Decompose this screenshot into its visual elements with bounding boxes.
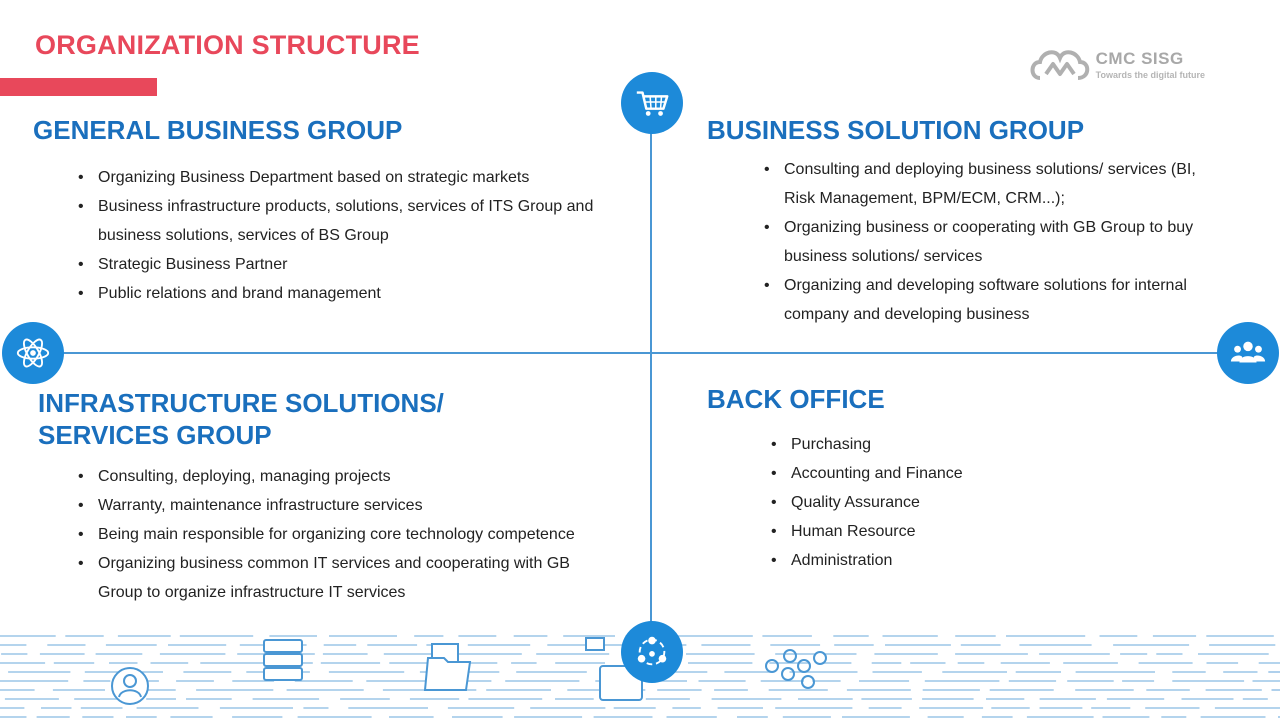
infrastructure-group-title: INFRASTRUCTURE SOLUTIONS/ SERVICES GROUP	[38, 387, 444, 451]
horizontal-divider	[30, 352, 1250, 354]
back-office-list: Purchasing Accounting and Finance Qualit…	[771, 430, 1071, 575]
list-item: Accounting and Finance	[771, 459, 1071, 488]
list-item: Human Resource	[771, 517, 1071, 546]
decorative-footer	[0, 635, 1280, 718]
list-item: Quality Assurance	[771, 488, 1071, 517]
infrastructure-group-title-line2: SERVICES GROUP	[38, 420, 272, 450]
back-office-title: BACK OFFICE	[707, 384, 885, 414]
folder-documents-icon	[423, 643, 472, 691]
general-business-group-list: Organizing Business Department based on …	[78, 163, 608, 308]
slide-title: ORGANIZATION STRUCTURE	[35, 30, 420, 60]
list-item: Organizing business common IT services a…	[78, 549, 588, 607]
infrastructure-group-list: Consulting, deploying, managing projects…	[78, 462, 588, 607]
list-item: Consulting, deploying, managing projects	[78, 462, 588, 491]
connections-icon	[765, 649, 827, 689]
vertical-divider	[650, 100, 652, 630]
list-item: Business infrastructure products, soluti…	[78, 192, 608, 250]
business-solution-group-list: Consulting and deploying business soluti…	[764, 155, 1209, 329]
logo-name: CMC SISG	[1095, 49, 1184, 68]
business-solution-group-title: BUSINESS SOLUTION GROUP	[707, 115, 1085, 145]
list-item: Administration	[771, 546, 1071, 575]
network-people-icon	[621, 621, 683, 683]
title-accent-bar	[0, 78, 157, 96]
people-group-icon	[1217, 322, 1279, 384]
cmc-logo-icon	[1030, 50, 1089, 80]
atom-icon	[2, 322, 64, 384]
list-item: Strategic Business Partner	[78, 250, 608, 279]
shopping-cart-icon	[621, 72, 683, 134]
logo-tagline: Towards the digital future	[1095, 70, 1205, 80]
infrastructure-group-title-line1: INFRASTRUCTURE SOLUTIONS/	[38, 388, 444, 418]
list-item: Being main responsible for organizing co…	[78, 520, 588, 549]
list-item: Organizing Business Department based on …	[78, 163, 608, 192]
company-logo: CMC SISG Towards the digital future	[1028, 44, 1205, 86]
list-item: Consulting and deploying business soluti…	[764, 155, 1209, 213]
database-server-icon	[263, 639, 303, 681]
list-item: Purchasing	[771, 430, 1071, 459]
list-item: Public relations and brand management	[78, 279, 608, 308]
list-item: Organizing and developing software solut…	[764, 271, 1209, 329]
list-item: Warranty, maintenance infrastructure ser…	[78, 491, 588, 520]
general-business-group-title: GENERAL BUSINESS GROUP	[33, 115, 403, 145]
list-item: Organizing business or cooperating with …	[764, 213, 1209, 271]
